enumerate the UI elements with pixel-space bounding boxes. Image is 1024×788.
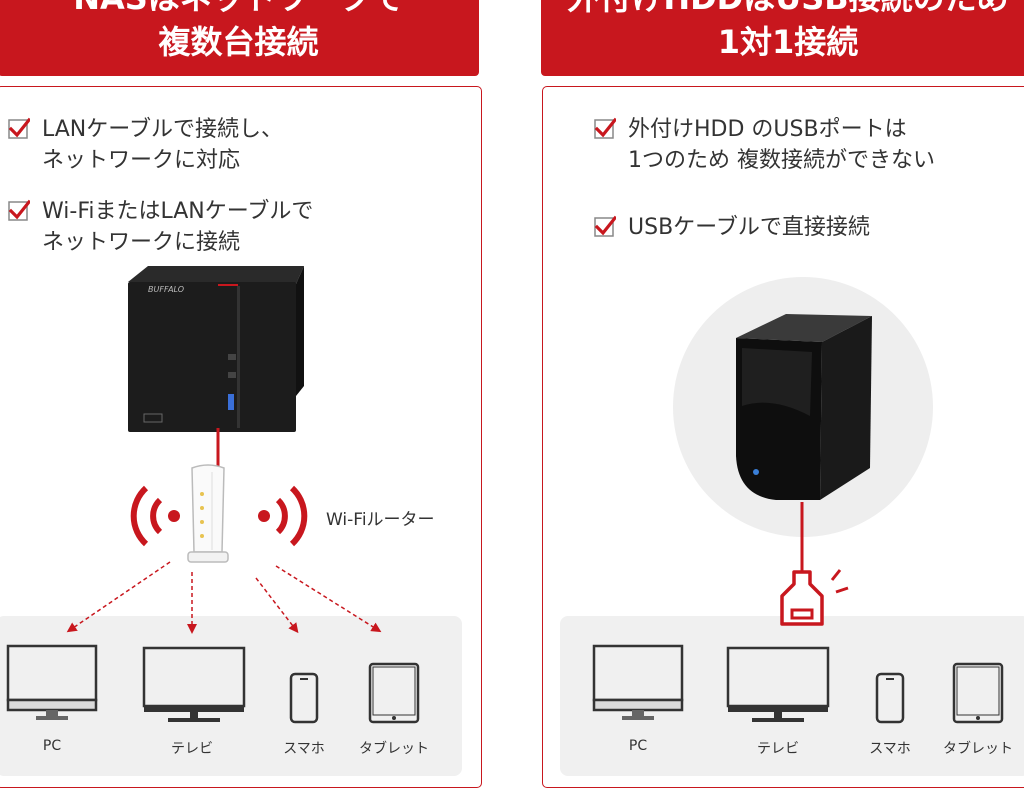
check-icon bbox=[8, 199, 30, 221]
smartphone-icon bbox=[875, 672, 905, 724]
left-title-banner: NASはネットワークで 複数台接続 bbox=[0, 0, 479, 76]
left-title-line1: NASはネットワークで bbox=[0, 0, 479, 18]
wifi-signal-left-icon bbox=[130, 485, 180, 547]
device-label-tablet: タブレット bbox=[359, 741, 429, 757]
smartphone-icon bbox=[289, 672, 319, 724]
left-feature-2-line1: Wi-FiまたはLANケーブルで bbox=[42, 199, 314, 224]
device-label-pc: PC bbox=[42, 738, 62, 754]
nas-brand-label: BUFFALO bbox=[148, 285, 185, 294]
check-icon bbox=[594, 215, 616, 237]
check-icon bbox=[8, 117, 30, 139]
usb-cable-icon bbox=[780, 538, 849, 626]
wifi-signal-right-icon bbox=[258, 485, 308, 547]
left-device-tray bbox=[0, 616, 462, 776]
right-feature-1: 外付けHDD のUSBポートは 1つのため 複数接続ができない bbox=[594, 114, 935, 176]
left-feature-1-line2: ネットワークに対応 bbox=[42, 148, 241, 173]
left-feature-2-line2: ネットワークに接続 bbox=[42, 230, 241, 255]
right-feature-2: USBケーブルで直接接続 bbox=[594, 212, 870, 243]
right-device-tray bbox=[560, 616, 1024, 776]
device-label-smartphone: スマホ bbox=[283, 741, 325, 757]
device-label-tv: テレビ bbox=[171, 741, 213, 757]
wifi-router-label: Wi-Fiルーター bbox=[326, 510, 435, 530]
wifi-router-icon bbox=[187, 464, 229, 563]
left-feature-1: LANケーブルで接続し、 ネットワークに対応 bbox=[8, 114, 283, 176]
right-title-line2: 1対1接続 bbox=[717, 23, 859, 61]
nas-device-icon bbox=[128, 266, 304, 432]
right-feature-1-line2: 1つのため 複数接続ができない bbox=[628, 148, 935, 173]
right-title-line1: 外付けHDDはUSB接続のため bbox=[541, 0, 1024, 18]
device-label-smartphone: スマホ bbox=[869, 741, 911, 757]
external-hdd-illustration bbox=[673, 277, 933, 538]
pc-icon bbox=[6, 644, 98, 720]
check-icon bbox=[594, 117, 616, 139]
device-label-tablet: タブレット bbox=[943, 741, 1013, 757]
tablet-icon bbox=[368, 662, 420, 724]
pc-icon bbox=[592, 644, 684, 720]
device-label-tv: テレビ bbox=[757, 741, 799, 757]
left-title-line2: 複数台接続 bbox=[158, 23, 319, 61]
device-label-pc: PC bbox=[628, 738, 648, 754]
right-title-banner: 外付けHDDはUSB接続のため 1対1接続 bbox=[541, 0, 1024, 76]
tv-icon bbox=[726, 646, 830, 722]
left-feature-2: Wi-FiまたはLANケーブルで ネットワークに接続 bbox=[8, 196, 314, 258]
tablet-icon bbox=[952, 662, 1004, 724]
left-feature-1-line1: LANケーブルで接続し、 bbox=[42, 117, 283, 142]
right-feature-2-line1: USBケーブルで直接接続 bbox=[628, 215, 870, 240]
connection-arrows bbox=[66, 561, 382, 634]
tv-icon bbox=[142, 646, 246, 722]
right-feature-1-line1: 外付けHDD のUSBポートは bbox=[628, 117, 907, 142]
